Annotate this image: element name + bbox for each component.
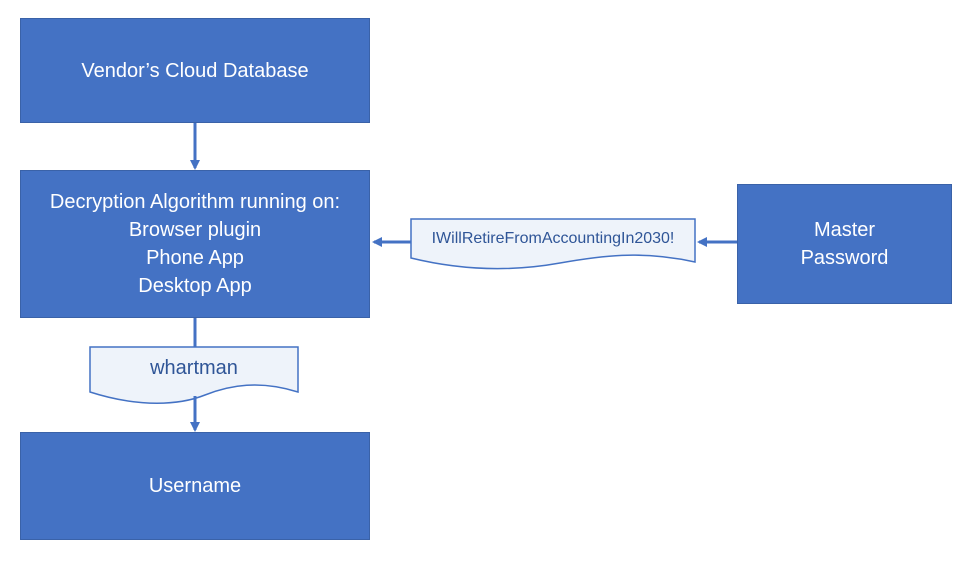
decryption-algorithm-box: Decryption Algorithm running on: Browser…: [20, 170, 370, 318]
username-box: Username: [20, 432, 370, 540]
decryption-platform-desktop-app: Desktop App: [138, 275, 252, 297]
username-document-shape: [89, 346, 299, 404]
decryption-platform-phone-app: Phone App: [146, 247, 244, 269]
username-label: Username: [148, 475, 242, 497]
master-password-line-1: Master: [813, 219, 876, 241]
vendor-cloud-database-label: Vendor’s Cloud Database: [81, 59, 309, 82]
password-value-document-text: IWillRetireFromAccountingIn2030!: [431, 230, 675, 247]
master-password-line-2: Password: [800, 247, 889, 269]
master-password-box: Master Password: [737, 184, 952, 304]
decryption-algorithm-line: Decryption Algorithm running on:: [49, 191, 341, 213]
decryption-platform-browser-plugin: Browser plugin: [128, 219, 262, 241]
username-value-document-text: whartman: [150, 357, 238, 379]
vendor-cloud-database-box: Vendor’s Cloud Database: [20, 18, 370, 123]
password-document-shape: [410, 218, 696, 270]
